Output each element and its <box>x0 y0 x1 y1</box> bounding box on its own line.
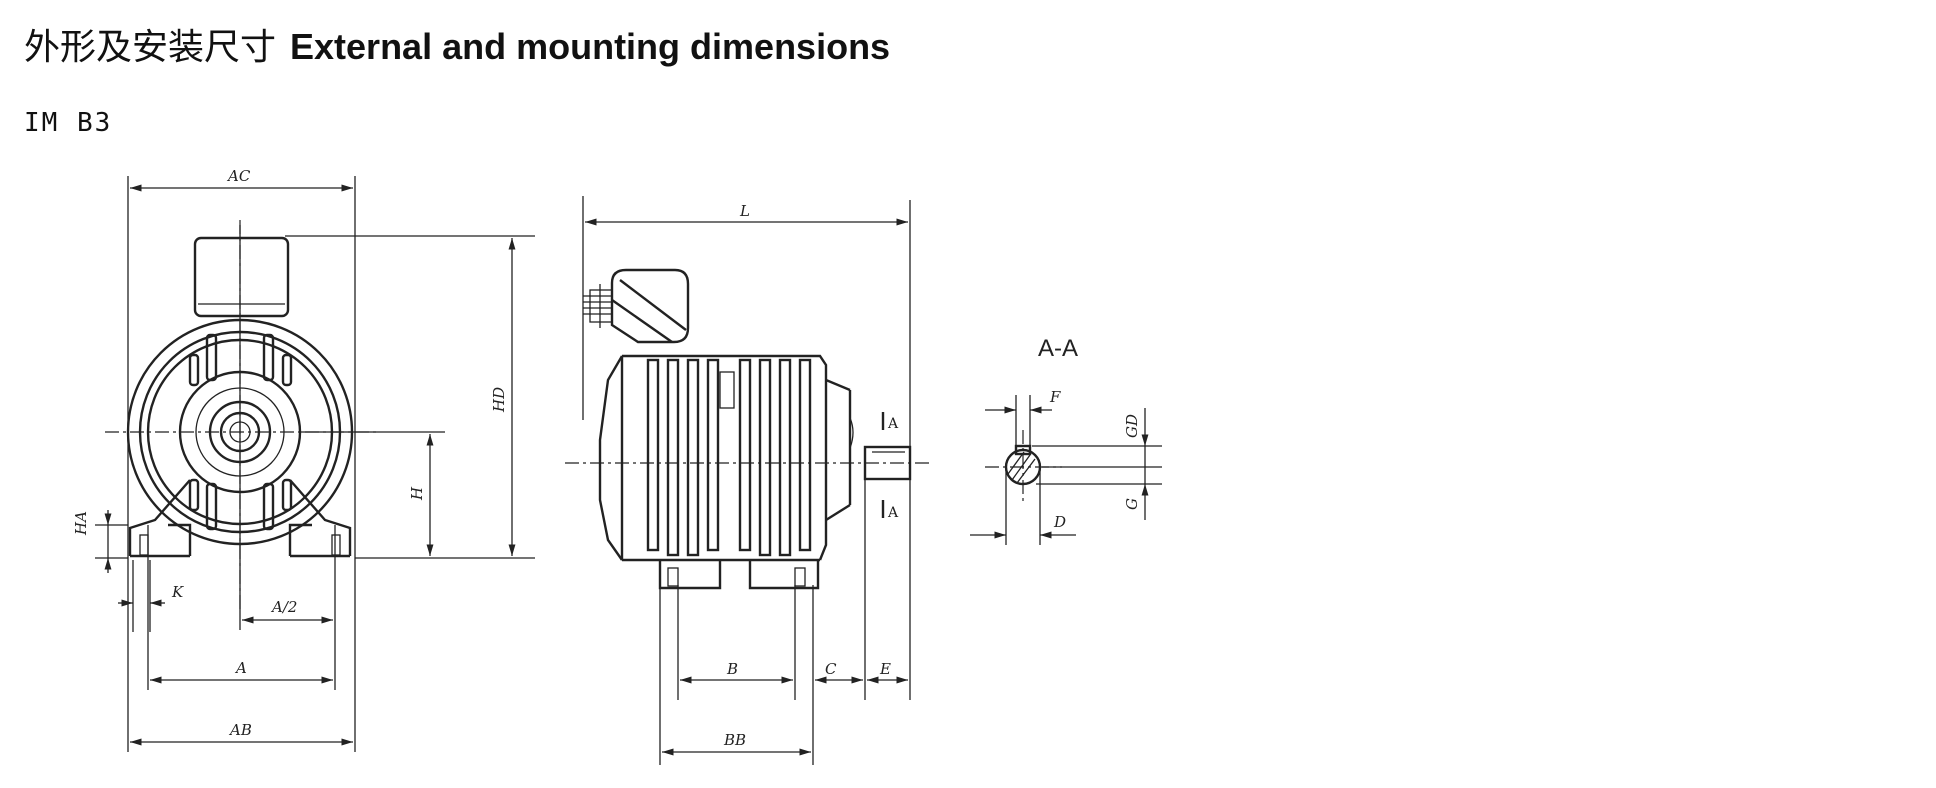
label-ac: AC <box>226 167 251 185</box>
title-chinese: 外形及安装尺寸 <box>24 27 277 68</box>
label-c: C <box>825 660 837 678</box>
label-d: D <box>1053 513 1066 531</box>
label-ha: HA <box>72 511 90 536</box>
side-view: A A L B C E BB <box>565 196 930 765</box>
label-hd: HD <box>490 387 508 413</box>
label-ab: AB <box>228 721 252 739</box>
mounting-type-label: IM B3 <box>24 108 113 138</box>
front-view: AC HD H HA K A/2 A AB <box>72 167 535 752</box>
label-g: G <box>1123 498 1141 510</box>
page-title: 外形及安装尺寸 External and mounting dimensions <box>24 18 890 70</box>
label-bb: BB <box>723 731 746 749</box>
label-gd: GD <box>1123 414 1141 438</box>
label-f: F <box>1049 388 1061 406</box>
section-mark-top: A <box>887 416 899 432</box>
label-k: K <box>171 583 184 601</box>
label-h: H <box>408 486 426 501</box>
label-e: E <box>879 660 891 678</box>
section-title: A-A <box>1038 335 1078 362</box>
section-mark-bottom: A <box>887 505 899 521</box>
label-b: B <box>726 660 738 678</box>
label-a: A <box>234 659 247 677</box>
title-english: External and mounting dimensions <box>290 26 891 67</box>
label-a-half: A/2 <box>270 598 297 616</box>
label-l: L <box>739 202 750 220</box>
section-view: A-A F GD G D <box>970 335 1162 545</box>
